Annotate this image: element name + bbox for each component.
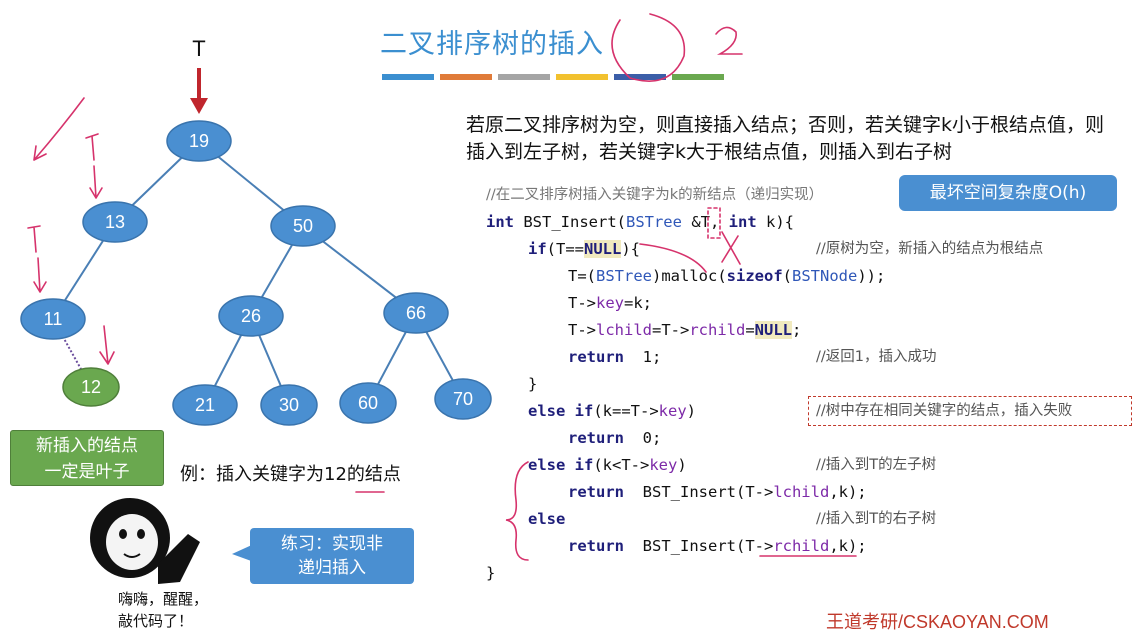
node-21: 21 [172,384,238,426]
svg-text:19: 19 [189,131,209,151]
duplicate-key-highlight-box [808,396,1132,426]
bst-diagram: T 19 13 50 11 26 66 12 [20,36,492,426]
node-60: 60 [339,382,397,424]
svg-text:21: 21 [195,395,215,415]
svg-text:11: 11 [44,309,63,329]
root-pointer-arrowhead [190,98,208,114]
code-line-14: } [486,564,496,582]
code-line-3: T=(BSTree)malloc(sizeof(BSTNode)); [568,267,886,285]
meme-caption-line2: 敲代码了！ [118,612,194,630]
page-title: 二叉排序树的插入 [380,29,604,60]
underline-segment-green [672,74,724,80]
practice-callout-line2: 递归插入 [298,558,366,578]
svg-text:12: 12 [81,377,101,397]
node-50: 50 [270,205,336,247]
svg-text:26: 26 [241,306,261,326]
svg-text:50: 50 [293,216,313,236]
code-line-4: T->key=k; [568,294,652,312]
svg-text:30: 30 [279,395,299,415]
root-pointer-label: T [192,36,205,61]
meme-caption: 嗨嗨，醒醒， 敲代码了！ [118,588,208,632]
code-comment-empty-tree: //原树为空，新插入的结点为根结点 [816,241,1044,257]
code-comment-left-subtree: //插入到T的左子树 [816,457,937,473]
code-comment-right-subtree: //插入到T的右子树 [816,511,937,527]
underline-segment-navy [614,74,666,80]
tree-edges [52,140,464,406]
code-line-10: else if(k<T->key) [528,456,687,474]
node-19: 19 [166,120,232,162]
underline-segment-yellow [556,74,608,80]
underline-segment-gray [498,74,550,80]
practice-callout: 练习：实现非 递归插入 [250,528,414,584]
underline-segment-blue [382,74,434,80]
svg-text:60: 60 [358,393,378,413]
annotation-brace-recursive [505,461,529,561]
node-12-new: 12 [62,367,120,407]
code-line-5: T->lchild=T->rchild=NULL; [568,321,802,339]
panda-meme-image [90,498,200,584]
annotation-x-mark [721,231,741,265]
code-line-9: return 0; [568,429,662,447]
practice-callout-line1: 练习：实现非 [281,534,383,554]
new-leaf-callout-line2: 一定是叶子 [44,462,130,482]
node-26: 26 [218,295,284,337]
code-line-1: int BST_Insert(BSTree &T, int k){ [486,213,794,231]
code-line-8: else if(k==T->key) [528,402,696,420]
example-text: 例：插入关键字为12的结点 [180,464,401,485]
footer-watermark: 王道考研/CSKAOYAN.COM [826,612,1049,632]
new-leaf-callout-line1: 新插入的结点 [36,436,138,456]
code-line-12: else [528,510,566,528]
node-13: 13 [82,201,148,243]
node-11: 11 [20,298,86,340]
practice-callout-pointer [232,544,254,562]
underline-segment-orange [440,74,492,80]
code-comment-header: //在二叉排序树插入关键字为k的新结点（递归实现） [486,187,824,203]
code-line-13: return BST_Insert(T->rchild,k); [568,537,867,555]
meme-caption-line1: 嗨嗨，醒醒， [118,590,209,608]
insertion-description: 若原二叉排序树为空，则直接插入结点；否则，若关键字k小于根结点值，则插入到左子树… [466,114,1105,163]
code-line-2: if(T==NULL){ [528,240,640,258]
code-line-6: return 1; [568,348,662,366]
code-comment-duplicate: //树中存在相同关键字的结点，插入失败 [816,403,1073,419]
node-66: 66 [383,292,449,334]
code-comment-return-1: //返回1，插入成功 [816,349,937,365]
code-line-7: } [528,375,538,393]
svg-text:13: 13 [105,212,125,232]
node-70: 70 [434,378,492,420]
svg-text:66: 66 [406,303,426,323]
node-30: 30 [260,384,318,426]
svg-text:70: 70 [453,389,473,409]
code-line-11: return BST_Insert(T->lchild,k); [568,483,867,501]
new-leaf-callout: 新插入的结点 一定是叶子 [10,430,164,486]
space-complexity-callout: 最坏空间复杂度O(h) [899,175,1117,211]
